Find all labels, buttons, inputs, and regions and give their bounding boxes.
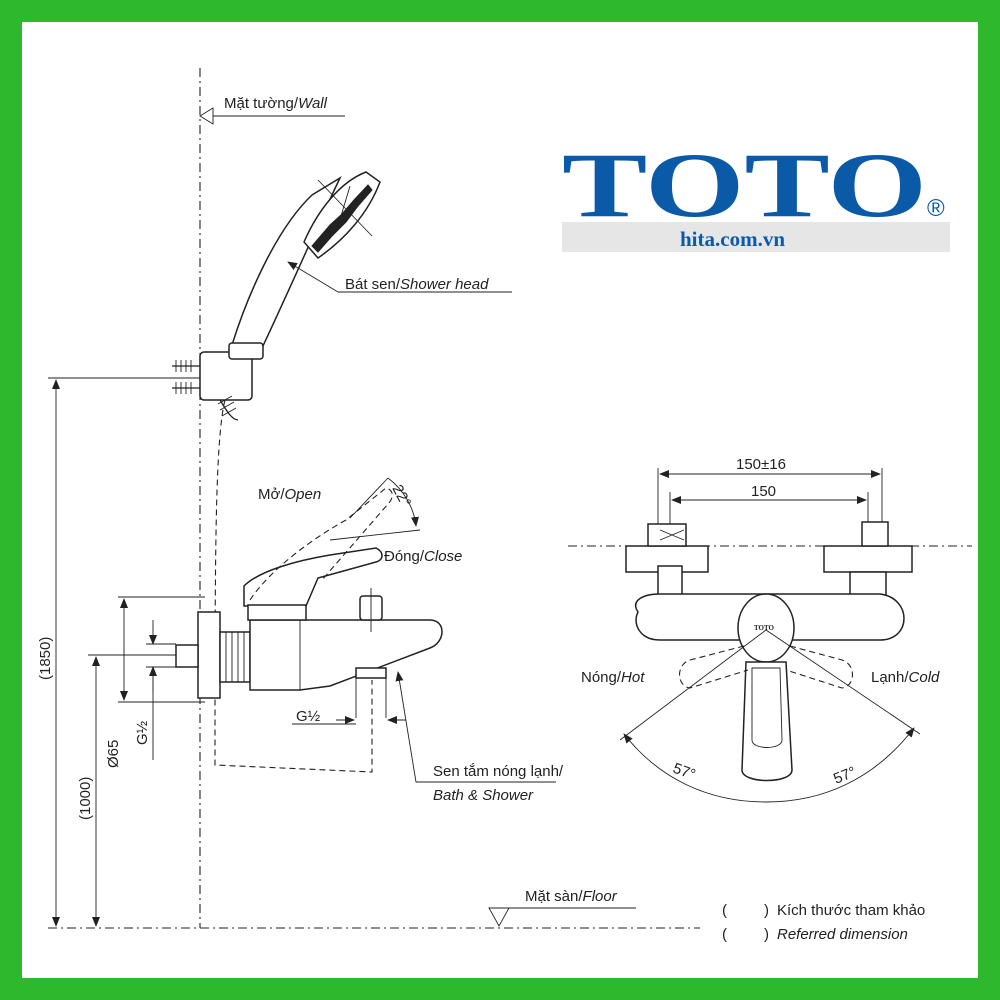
swing-arc-hot <box>623 733 767 803</box>
wall-label-vn: Mặt tường/ <box>224 95 299 112</box>
angle-cold-label: 57° <box>831 763 858 787</box>
open-label-en: Open <box>285 486 322 503</box>
legend-reference-en: Referred dimension <box>777 926 908 943</box>
shower-head-assembly <box>172 171 381 773</box>
shower-head-label: Bát sen/Shower head <box>345 276 489 293</box>
legend-paren-close-2: ) <box>764 926 769 943</box>
floor-marker-icon <box>488 907 510 927</box>
registered-mark: ® <box>927 195 945 222</box>
logo-text: TOTO <box>562 134 927 236</box>
close-label-en: Close <box>424 548 462 565</box>
floor-label-vn: Mặt sàn/ <box>525 888 583 905</box>
legend-paren-open-2: ( <box>722 926 727 943</box>
mixer-front-view: TOTO <box>568 468 972 803</box>
bath-shower-label-vn: Sen tắm nóng lạnh/ <box>433 763 564 780</box>
close-label: Đóng/Close <box>384 548 462 565</box>
lever-closed <box>243 547 383 607</box>
website-text: hita.com.vn <box>680 227 785 251</box>
outlet-thread-label: G½ <box>296 708 321 725</box>
valve-height-label: (1000) <box>77 777 94 820</box>
legend: ( ) Kích thước tham khảo ( ) Referred di… <box>712 896 974 952</box>
center-label: 150 <box>751 483 776 500</box>
cold-label: Lạnh/Cold <box>871 669 940 686</box>
reference-lines <box>48 68 700 929</box>
spout-outlet <box>355 667 387 679</box>
swing-arc-cold <box>765 727 915 803</box>
center-tolerance-label: 150±16 <box>736 456 786 473</box>
angle-hot-label: 57° <box>671 760 698 784</box>
inlet-thread-label: G½ <box>134 720 151 745</box>
wall-label-en: Wall <box>298 95 328 112</box>
total-height-label: (1850) <box>37 637 54 680</box>
toto-logo: TOTO ® hita.com.vn <box>562 134 950 252</box>
legend-reference-vn: Kích thước tham khảo <box>777 902 925 919</box>
close-label-vn: Đóng/ <box>384 548 425 565</box>
shower-hose <box>214 399 373 773</box>
shower-head-label-vn: Bát sen/ <box>345 276 401 293</box>
open-label: Mở/Open <box>258 486 321 503</box>
legend-paren-close-1: ) <box>764 902 769 919</box>
inlet-connector <box>175 644 199 668</box>
lever-cold-position <box>785 645 854 689</box>
hot-label: Nóng/Hot <box>581 669 645 686</box>
bath-shower-label-en: Bath & Shower <box>433 787 534 804</box>
wall-flange <box>197 611 221 699</box>
front-lever <box>741 661 793 782</box>
wall-marker-icon <box>199 107 214 125</box>
lever-hot-position <box>678 645 749 689</box>
valve-logo-text: TOTO <box>754 624 775 632</box>
wall-label: Mặt tường/Wall <box>224 95 328 112</box>
cold-label-en: Cold <box>909 669 941 686</box>
website-band <box>562 222 950 252</box>
hot-label-vn: Nóng/ <box>581 669 622 686</box>
shower-handle <box>231 176 342 349</box>
diameter-label: Ø65 <box>105 740 122 768</box>
shower-holder <box>199 351 253 401</box>
mixer-side-view <box>175 477 443 718</box>
hot-label-en: Hot <box>621 669 645 686</box>
floor-label: Mặt sàn/Floor <box>525 888 618 905</box>
shower-head-label-en: Shower head <box>400 276 489 293</box>
mixer-body <box>249 619 443 691</box>
lever-open <box>249 487 393 601</box>
legend-paren-open-1: ( <box>722 902 727 919</box>
floor-label-en: Floor <box>583 888 618 905</box>
open-label-vn: Mở/ <box>258 486 285 503</box>
cold-label-vn: Lạnh/ <box>871 669 909 686</box>
